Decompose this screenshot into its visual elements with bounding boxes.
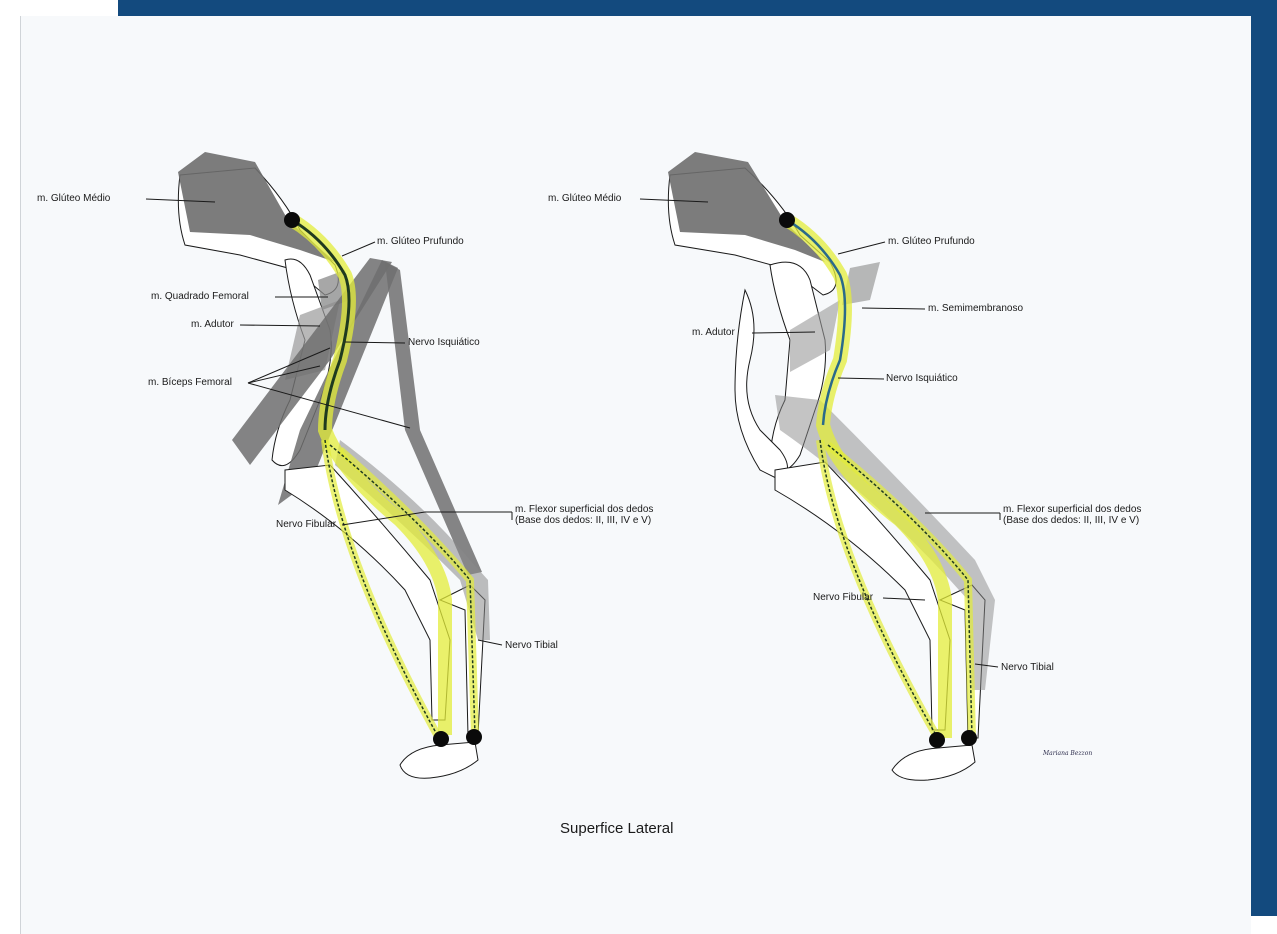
left-label-gluteo-profundo: m. Glúteo Prufundo bbox=[377, 236, 464, 247]
left-paw bbox=[400, 742, 478, 778]
left-hip-dot bbox=[284, 212, 300, 228]
left-label-quadrado-femoral: m. Quadrado Femoral bbox=[151, 291, 249, 302]
right-label-adutor: m. Adutor bbox=[692, 327, 735, 338]
right-label-gluteo-medio: m. Glúteo Médio bbox=[548, 193, 621, 204]
left-label-nervo-tibial: Nervo Tibial bbox=[505, 640, 558, 651]
right-label-semimembranoso: m. Semimembranoso bbox=[928, 303, 1023, 314]
right-label-flexor-line2: (Base dos dedos: II, III, IV e V) bbox=[1003, 515, 1139, 526]
left-paw-dot-2 bbox=[466, 729, 482, 745]
right-paw-dot-2 bbox=[961, 730, 977, 746]
figure-caption: Superfice Lateral bbox=[560, 820, 673, 837]
left-label-flexor-line1: m. Flexor superficial dos dedos bbox=[515, 504, 653, 515]
left-label-biceps-femoral: m. Bíceps Femoral bbox=[148, 377, 232, 388]
left-label-gluteo-medio: m. Glúteo Médio bbox=[37, 193, 110, 204]
artist-signature: Mariana Bezzon bbox=[1043, 750, 1092, 757]
right-pelvis-back bbox=[735, 290, 788, 480]
right-paw-dot-1 bbox=[929, 732, 945, 748]
left-label-flexor-line2: (Base dos dedos: II, III, IV e V) bbox=[515, 515, 651, 526]
left-paw-dot-1 bbox=[433, 731, 449, 747]
right-label-nervo-isquiatico: Nervo Isquiático bbox=[886, 373, 958, 384]
right-hip-dot bbox=[779, 212, 795, 228]
left-label-nervo-isquiatico: Nervo Isquiático bbox=[408, 337, 480, 348]
left-label-adutor: m. Adutor bbox=[191, 319, 234, 330]
right-paw bbox=[892, 745, 975, 780]
right-label-nervo-fibular: Nervo Fibular bbox=[813, 592, 873, 603]
right-label-gluteo-profundo: m. Glúteo Prufundo bbox=[888, 236, 975, 247]
right-label-nervo-tibial: Nervo Tibial bbox=[1001, 662, 1054, 673]
right-label-flexor-line1: m. Flexor superficial dos dedos bbox=[1003, 504, 1141, 515]
left-label-nervo-fibular: Nervo Fibular bbox=[276, 519, 336, 530]
